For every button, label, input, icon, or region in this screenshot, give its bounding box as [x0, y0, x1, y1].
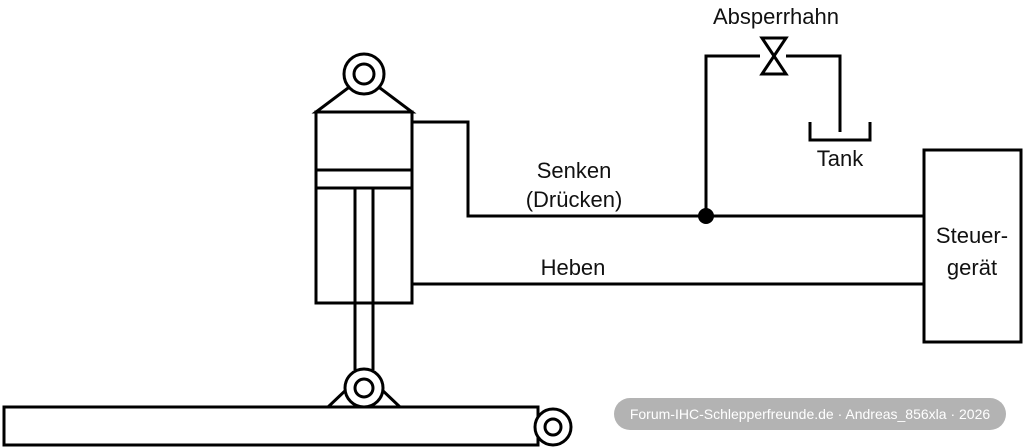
lower-label: Senken [537, 158, 612, 183]
tank-icon [808, 122, 872, 142]
raise-label: Heben [541, 255, 606, 280]
valve-lower-triangle [759, 53, 789, 76]
lifting-arm [2, 405, 573, 447]
cylinder-top-pivot-inner [352, 62, 376, 86]
lifting-arm-beam [2, 405, 540, 447]
watermark-badge: Forum-IHC-Schlepperfreunde.de · Andreas_… [614, 398, 1006, 430]
valve-upper-triangle [759, 36, 789, 59]
shutoff-valve-icon [759, 36, 789, 76]
branch-line-to-valve [704, 54, 760, 216]
cylinder-body [314, 110, 414, 305]
lower-line [412, 120, 924, 218]
valve-label: Absperrhahn [713, 4, 839, 29]
tank-label: Tank [817, 146, 864, 171]
lower-sub-label: (Drücken) [526, 187, 623, 212]
branch-line-to-tank [786, 54, 842, 132]
control-unit [922, 148, 1023, 344]
control-unit-label-line1: Steuer- [936, 223, 1008, 248]
hydraulic-cylinder [311, 52, 417, 305]
rod-end-pivot-inner [353, 377, 375, 399]
rod-end-joint [324, 367, 404, 409]
control-unit-label-line2: gerät [947, 255, 997, 280]
lifting-arm-pivot-inner [543, 417, 563, 437]
